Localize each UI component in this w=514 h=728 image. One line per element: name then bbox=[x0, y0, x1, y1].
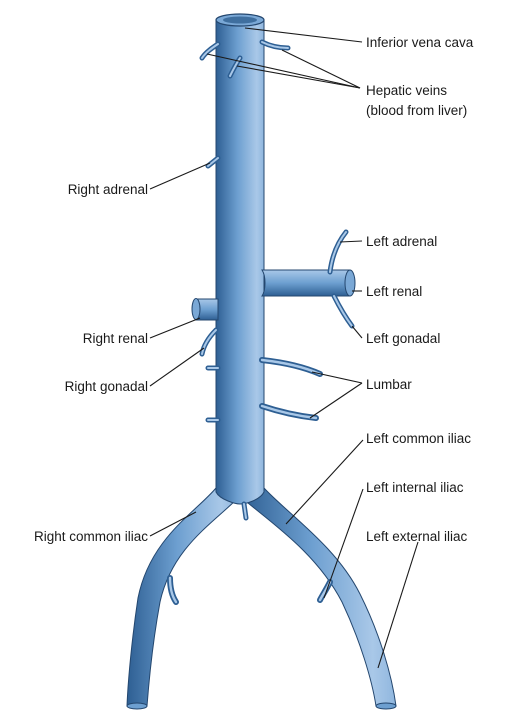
sacral-branch bbox=[241, 501, 249, 521]
leader-lines bbox=[149, 27, 419, 669]
leader-left-internal-iliac bbox=[323, 488, 364, 599]
label-right-renal: Right renal bbox=[83, 331, 148, 346]
leader-left-external-iliac bbox=[377, 541, 419, 669]
label-hepatic-veins-note: (blood from liver) bbox=[366, 103, 467, 118]
label-right-common-iliac: Right common iliac bbox=[34, 529, 148, 544]
internal-iliac-branches bbox=[167, 575, 333, 605]
leader-lumbar-1 bbox=[311, 371, 363, 384]
label-left-renal: Left renal bbox=[366, 284, 422, 299]
leader-right-renal bbox=[149, 317, 201, 339]
leader-hepatic-3 bbox=[236, 65, 361, 89]
hepatic-vein-branches bbox=[199, 39, 291, 79]
leader-hepatic-1 bbox=[206, 53, 361, 89]
leader-left-gonadal bbox=[351, 325, 363, 339]
label-left-gonadal: Left gonadal bbox=[366, 331, 440, 346]
left-renal-vessel bbox=[261, 269, 356, 297]
right-gonadal-branch bbox=[199, 327, 219, 357]
right-renal-vessel bbox=[191, 298, 219, 321]
right-common-iliac-vessel bbox=[126, 487, 239, 710]
lumbar-branches bbox=[205, 357, 323, 423]
label-lumbar: Lumbar bbox=[366, 377, 412, 392]
right-adrenal-branch bbox=[205, 155, 221, 169]
leader-lumbar-2 bbox=[309, 382, 363, 419]
leader-hepatic-2 bbox=[281, 49, 361, 89]
leader-left-adrenal bbox=[339, 240, 363, 243]
label-left-internal-iliac: Left internal iliac bbox=[366, 480, 464, 495]
leader-right-common-iliac bbox=[149, 511, 197, 537]
leader-left-common-iliac bbox=[285, 439, 364, 525]
left-adrenal-branch bbox=[327, 229, 349, 275]
left-common-iliac-vessel bbox=[241, 487, 397, 710]
labels: Inferior vena cava Hepatic veins (blood … bbox=[34, 35, 474, 544]
label-left-external-iliac: Left external iliac bbox=[366, 529, 468, 544]
inferior-vena-cava-trunk bbox=[215, 13, 265, 505]
left-gonadal-branch bbox=[331, 293, 355, 329]
leader-right-adrenal bbox=[149, 162, 211, 190]
leader-right-gonadal bbox=[149, 347, 205, 387]
label-right-gonadal: Right gonadal bbox=[65, 379, 148, 394]
label-right-adrenal: Right adrenal bbox=[68, 182, 148, 197]
leader-inferior-vena-cava bbox=[244, 27, 363, 43]
label-left-common-iliac: Left common iliac bbox=[366, 431, 471, 446]
label-left-adrenal: Left adrenal bbox=[366, 234, 437, 249]
label-inferior-vena-cava: Inferior vena cava bbox=[366, 35, 474, 50]
label-hepatic-veins: Hepatic veins bbox=[366, 83, 447, 98]
